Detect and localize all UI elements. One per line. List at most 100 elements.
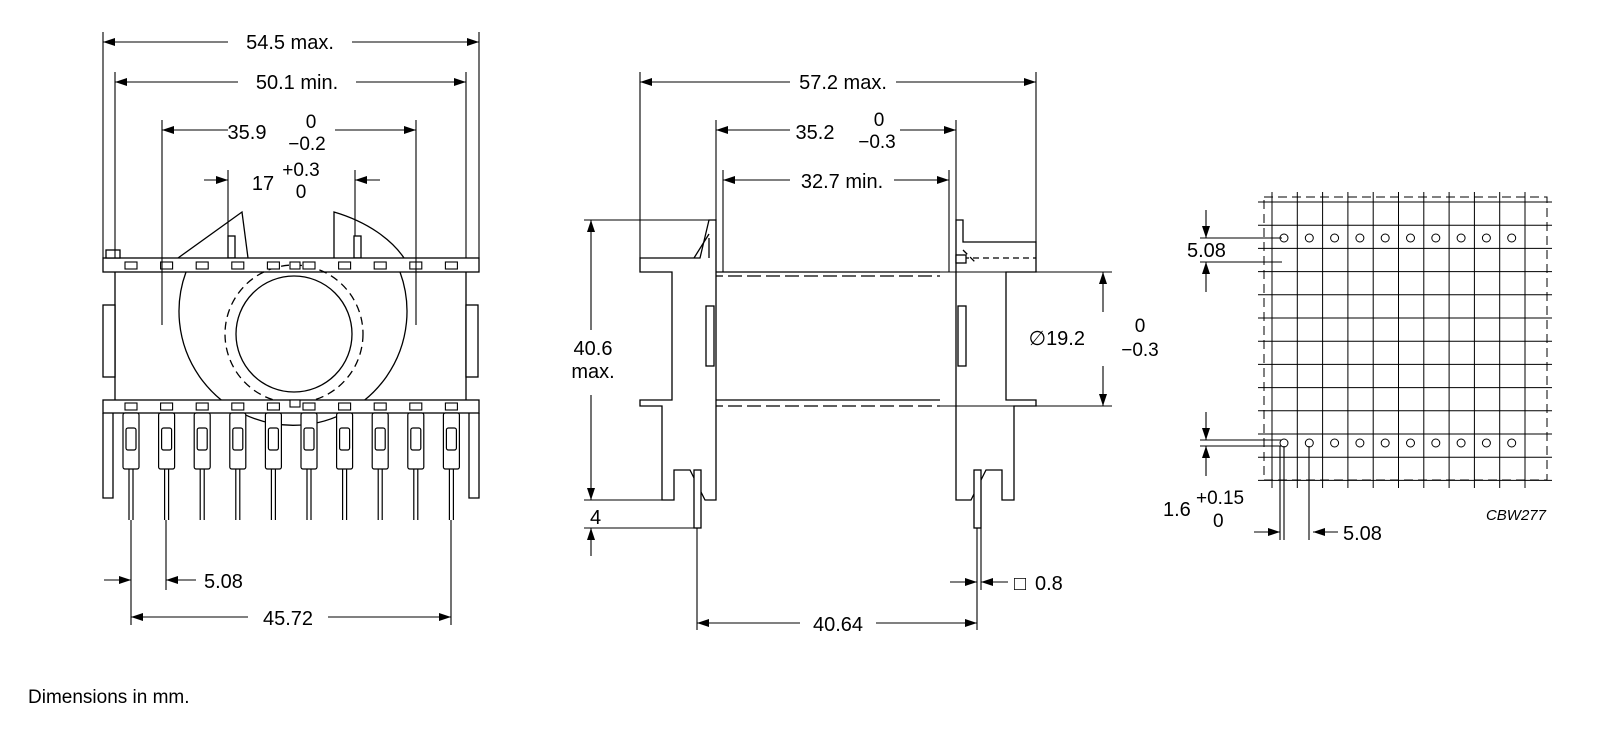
pcb-hole (1380, 438, 1390, 448)
height-qualifier-label: max. (571, 361, 614, 383)
right-flange-slot (957, 305, 967, 367)
pin-terminal (303, 427, 315, 451)
left-leg (102, 413, 114, 499)
left-clip (102, 304, 116, 378)
overall-width-label: 54.5 max. (246, 32, 334, 54)
flange-span-tol-upper: 0 (874, 110, 885, 131)
left-ear-tab (227, 235, 236, 259)
core-bore (235, 275, 353, 393)
left-flange-slot (705, 305, 715, 367)
pcb-hole (1507, 233, 1517, 243)
slot-width-tol-upper: +0.3 (282, 160, 320, 181)
overall-length-label: 57.2 max. (799, 72, 887, 94)
pcb-hole (1304, 233, 1314, 243)
pcb-hole (1330, 438, 1340, 448)
center-slot-bottom (289, 399, 301, 408)
top-slot (124, 261, 138, 270)
pcb-hole (1355, 438, 1365, 448)
flange-width-label: 35.9 (228, 122, 267, 144)
bottom-slot (160, 402, 174, 411)
hole-diameter-label: 1.6 (1163, 499, 1191, 521)
left-flange-chamfer (693, 233, 710, 259)
pin-terminal (374, 427, 386, 451)
flange-span-tol-lower: −0.3 (858, 132, 896, 153)
top-slot (373, 261, 387, 270)
top-slot (444, 261, 458, 270)
right-leg (468, 413, 480, 499)
right-flange (955, 219, 1037, 501)
flange-width-tol-upper: 0 (306, 112, 317, 133)
pin-terminal (445, 427, 457, 451)
pcb-hole (1431, 233, 1441, 243)
left-ear (177, 210, 249, 259)
core-diameter-tol-upper: 0 (1135, 316, 1146, 337)
bottom-slot (409, 402, 423, 411)
pin-span-label: 45.72 (263, 608, 313, 630)
top-slot (338, 261, 352, 270)
pcb-dimensions (1200, 210, 1338, 540)
pin-terminal (125, 427, 137, 451)
top-slot (231, 261, 245, 270)
pin-terminal (232, 427, 244, 451)
pcb-grid (1258, 192, 1552, 488)
top-slot (160, 261, 174, 270)
side-dimensions (584, 72, 1112, 630)
pcb-hole (1456, 438, 1466, 448)
right-flange-dashed (962, 249, 1036, 263)
pcb-hole (1304, 438, 1314, 448)
figure-code: CBW277 (1486, 507, 1547, 524)
top-slot (302, 261, 316, 270)
pin-square-symbol: □ (1014, 573, 1026, 595)
bottom-slot (302, 402, 316, 411)
pcb-hole (1380, 233, 1390, 243)
flange-arc (178, 271, 408, 426)
front-dimensions (102, 32, 480, 625)
right-ear-tab (353, 235, 362, 259)
pin-terminal (267, 427, 279, 451)
front-pins (122, 412, 460, 520)
pcb-hole (1481, 438, 1491, 448)
row-pitch-label: 5.08 (1187, 240, 1226, 262)
left-flange (639, 219, 717, 501)
pcb-hole (1507, 438, 1517, 448)
bottom-slot (266, 402, 280, 411)
pin-terminal (410, 427, 422, 451)
flange-slots (124, 261, 458, 411)
height-value-label: 40.6 (574, 338, 613, 360)
bottom-slot (231, 402, 245, 411)
core-diameter-label: ∅19.2 (1029, 328, 1085, 350)
slot-width-label: 17 (252, 173, 274, 195)
pcb-holes (1279, 233, 1517, 448)
top-stub (105, 249, 121, 259)
pin-terminal (196, 427, 208, 451)
right-clip (465, 304, 479, 378)
slot-width-tol-lower: 0 (296, 182, 307, 203)
pcb-hole (1406, 233, 1415, 243)
hole-diameter-tol-upper: +0.15 (1196, 488, 1244, 509)
pin-square-size-label: 0.8 (1035, 573, 1063, 595)
right-ear (333, 211, 405, 259)
right-flange-tab (955, 254, 967, 264)
top-slot (195, 261, 209, 270)
grid-pitch-label: 5.08 (1343, 523, 1382, 545)
pcb-hole (1406, 438, 1415, 448)
pcb-hole (1481, 233, 1491, 243)
side-view (639, 219, 1037, 529)
pcb-hole (1456, 233, 1466, 243)
pcb-hole (1330, 233, 1340, 243)
pin-pitch-label: 5.08 (204, 571, 243, 593)
pcb-hole (1431, 438, 1441, 448)
front-dimension-labels: 54.5 max. 50.1 min. 35.9 0 −0.2 17 +0.3 … (204, 32, 338, 630)
bottom-slot (444, 402, 458, 411)
bottom-slot (338, 402, 352, 411)
pin-terminal (161, 427, 173, 451)
side-left-pin (693, 469, 702, 529)
side-right-pin (973, 469, 982, 529)
pin-row-spacing-label: 40.64 (813, 614, 863, 636)
inner-width-label: 50.1 min. (256, 72, 338, 94)
side-dimension-labels: 57.2 max. 35.2 0 −0.3 32.7 min. 40.6 max… (571, 72, 1158, 636)
pin-length-label: 4 (590, 507, 601, 529)
flange-width-tol-lower: −0.2 (288, 134, 326, 155)
bottom-slot (195, 402, 209, 411)
